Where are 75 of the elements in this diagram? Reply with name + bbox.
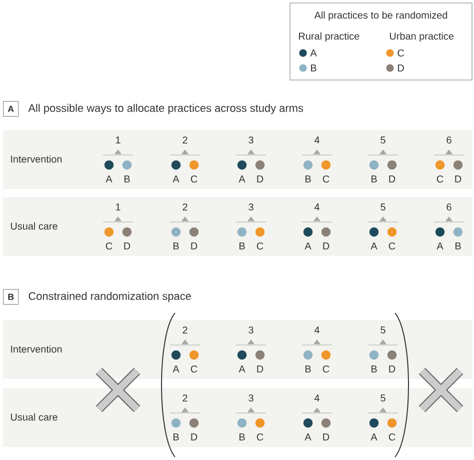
practice-letter: A: [172, 366, 180, 372]
option-number: 2: [182, 204, 188, 210]
option-number: 6: [446, 136, 452, 144]
practice-letter: A: [238, 366, 246, 372]
practice-letter: C: [190, 175, 198, 183]
option-number: 4: [314, 326, 320, 334]
option-number: 2: [182, 136, 188, 144]
panel-letter: B: [3, 289, 19, 305]
option-number: 5: [380, 326, 386, 334]
practice-letter: B: [306, 176, 311, 182]
practice-letter: D: [389, 176, 396, 182]
practice-letter: D: [257, 176, 264, 182]
practice-letter: B: [372, 176, 377, 182]
option-number: 3: [248, 203, 254, 211]
option-number: 2: [182, 326, 188, 334]
option-number: 2: [182, 394, 188, 402]
practice-letter: A: [238, 176, 246, 182]
practice-letter: C: [322, 365, 330, 373]
legend-label: A: [310, 50, 317, 56]
practice-letter: C: [256, 433, 264, 441]
practice-letter: D: [124, 242, 130, 250]
option-number: 5: [380, 136, 386, 144]
option-number: 3: [248, 326, 254, 334]
option-number: 6: [446, 203, 452, 211]
practice-letter: A: [370, 242, 378, 250]
practice-letter: D: [323, 242, 330, 250]
practice-letter: B: [240, 242, 245, 250]
panel-letter: A: [3, 101, 19, 117]
practice-letter: C: [256, 242, 264, 250]
practice-letter: D: [191, 242, 198, 250]
practice-letter: D: [455, 176, 462, 182]
option-number: 5: [380, 394, 386, 402]
option-number: 4: [314, 204, 320, 210]
panel-title: All possible ways to allocate practices across study arms: [28, 104, 304, 114]
practice-letter: B: [372, 366, 377, 372]
option-number: 5: [380, 204, 386, 210]
practice-letter: A: [436, 242, 444, 250]
option-number: 3: [248, 394, 254, 402]
option-number: 4: [314, 136, 320, 144]
row-label: Usual care: [10, 222, 58, 230]
practice-letter: D: [389, 366, 396, 372]
practice-letter: A: [106, 176, 112, 182]
legend-heading: Rural practice: [299, 32, 360, 42]
practice-letter: D: [323, 434, 330, 440]
legend-label: C: [398, 49, 404, 57]
practice-letter: A: [172, 176, 180, 182]
practice-letter: D: [257, 366, 264, 372]
option-number: 4: [314, 394, 320, 402]
panel-title: Constrained randomization space: [28, 292, 191, 302]
option-number: 1: [116, 136, 120, 144]
practice-letter: C: [388, 242, 396, 250]
practice-letter: B: [174, 434, 179, 440]
option-number: 3: [248, 136, 254, 144]
row-label: Usual care: [10, 413, 58, 421]
practice-letter: A: [304, 242, 312, 250]
option-number: 1: [116, 204, 120, 210]
practice-letter: B: [456, 242, 461, 250]
practice-letter: C: [322, 175, 330, 183]
practice-letter: D: [191, 434, 198, 440]
legend-label: D: [398, 64, 404, 72]
practice-letter: B: [174, 242, 179, 250]
legend-label: B: [311, 64, 316, 72]
practice-letter: B: [124, 176, 130, 182]
row-label: Intervention: [11, 345, 62, 353]
practice-letter: C: [190, 365, 198, 373]
legend-heading: Urban practice: [390, 32, 454, 42]
practice-letter: A: [370, 434, 378, 440]
legend-title: All practices to be randomized: [314, 11, 448, 21]
practice-letter: C: [388, 433, 396, 441]
practice-letter: B: [306, 366, 311, 372]
practice-letter: B: [240, 434, 245, 440]
practice-letter: C: [436, 175, 444, 183]
practice-letter: C: [106, 242, 112, 250]
practice-letter: A: [304, 434, 312, 440]
row-label: Intervention: [11, 155, 62, 163]
